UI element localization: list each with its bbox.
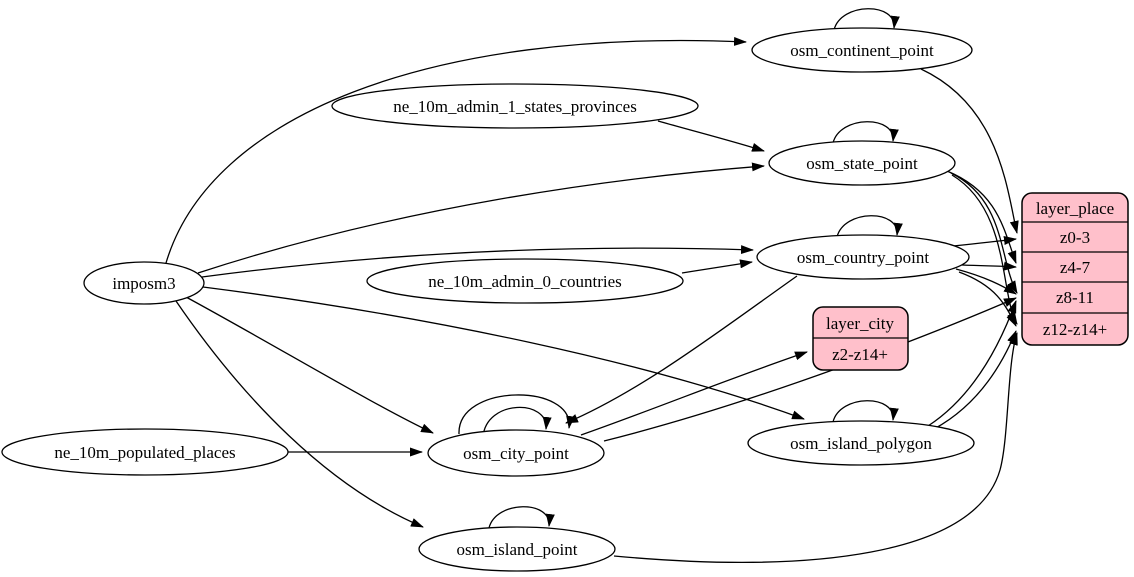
node-osm-country-point: osm_country_point <box>756 234 970 280</box>
node-osm-continent-point-shape <box>751 27 973 73</box>
record-layer-place-row-z4-7: z4-7 <box>1060 258 1091 277</box>
node-ne-10m-admin-0-countries-shape <box>366 258 684 304</box>
self-loop-osm-state-point <box>832 121 899 144</box>
edge-osm-island-polygon-to-layer-place-z8-11 <box>927 300 1017 427</box>
self-loop-osm-city-point-outer <box>458 394 576 435</box>
edge-osm-state-point-to-layer-place-z12-z14 <box>951 174 1018 325</box>
node-osm-state-point-label: osm_state_point <box>806 154 918 173</box>
self-loop-osm-city-point-inner <box>482 406 552 438</box>
node-ne-10m-admin-1-states-provinces-label: ne_10m_admin_1_states_provinces <box>393 97 637 116</box>
node-osm-island-polygon-shape <box>747 420 975 466</box>
node-ne-10m-admin-1-states-provinces-shape <box>331 83 699 129</box>
record-layer-place-row-z0-3: z0-3 <box>1060 228 1090 247</box>
record-layer-place-title: layer_place <box>1036 199 1114 218</box>
edge-imposm3-to-osm-city-point <box>185 296 434 434</box>
edge-osm-state-point-to-layer-place-z4-7 <box>946 170 1017 264</box>
edge-imposm3-to-osm-continent-point <box>165 36 747 264</box>
self-loop-osm-continent-point <box>833 8 900 31</box>
self-loop-osm-island-point <box>488 506 555 529</box>
edge-imposm3-to-osm-country-point <box>201 245 754 278</box>
self-loop-osm-island-polygon <box>832 400 899 423</box>
node-ne-10m-populated-places: ne_10m_populated_places <box>1 428 289 476</box>
node-ne-10m-populated-places-label: ne_10m_populated_places <box>54 443 235 462</box>
node-ne-10m-admin-1-states-provinces: ne_10m_admin_1_states_provinces <box>331 83 699 129</box>
edge-osm-continent-point-to-layer-place-z0-3 <box>920 68 1019 234</box>
node-osm-island-polygon-label: osm_island_polygon <box>790 434 932 453</box>
node-osm-city-point-label: osm_city_point <box>463 444 569 463</box>
node-imposm3-label: imposm3 <box>112 274 175 293</box>
record-layer-place: layer_place z0-3 z4-7 z8-11 z12-z14+ <box>1021 192 1129 346</box>
record-layer-city: layer_city z2-z14+ <box>812 306 909 371</box>
node-imposm3-shape <box>83 261 205 305</box>
record-layer-place-row-z8-11: z8-11 <box>1056 288 1094 307</box>
node-osm-country-point-label: osm_country_point <box>797 248 929 267</box>
node-osm-continent-point: osm_continent_point <box>751 27 973 73</box>
edge-ne-10m-admin-0-to-osm-country-point <box>681 259 753 274</box>
edge-osm-country-point-to-layer-place-z8-11 <box>955 268 1017 295</box>
node-ne-10m-admin-0-countries-label: ne_10m_admin_0_countries <box>428 272 622 291</box>
node-osm-city-point-shape <box>427 429 605 477</box>
node-osm-island-polygon: osm_island_polygon <box>747 420 975 466</box>
edge-osm-country-point-to-layer-place-z4-7 <box>961 261 1017 271</box>
edge-imposm3-to-osm-island-point <box>175 300 424 528</box>
record-layer-place-box <box>1021 192 1129 346</box>
edge-osm-country-point-to-layer-place-z0-3 <box>952 236 1017 247</box>
node-osm-island-point: osm_island_point <box>418 526 616 572</box>
node-ne-10m-admin-0-countries: ne_10m_admin_0_countries <box>366 258 684 304</box>
edge-imposm3-to-osm-state-point <box>197 162 765 274</box>
node-osm-continent-point-label: osm_continent_point <box>790 41 934 60</box>
node-osm-island-point-label: osm_island_point <box>457 540 578 559</box>
edge-osm-city-point-to-layer-place-z8-11 <box>603 297 1017 442</box>
edge-osm-city-point-to-layer-city-z2-z14 <box>580 351 808 436</box>
edge-osm-state-point-to-layer-place-z8-11 <box>950 172 1018 294</box>
record-layer-place-row-z12-z14: z12-z14+ <box>1043 320 1107 339</box>
node-osm-island-point-shape <box>418 526 616 572</box>
node-osm-state-point: osm_state_point <box>768 140 956 186</box>
node-ne-10m-populated-places-shape <box>1 428 289 476</box>
edge-osm-country-point-to-layer-place-z12-z14 <box>958 271 1017 327</box>
edge-ne-10m-admin-1-to-osm-state-point <box>657 120 765 152</box>
record-layer-city-row-z2-z14: z2-z14+ <box>832 345 888 364</box>
edge-osm-island-point-to-layer-place-z12-z14 <box>613 332 1018 563</box>
node-osm-country-point-shape <box>756 234 970 280</box>
edge-osm-country-point-to-osm-city-point <box>565 275 798 424</box>
record-layer-city-title: layer_city <box>826 314 894 333</box>
node-imposm3: imposm3 <box>83 261 205 305</box>
edge-imposm3-to-osm-island-polygon <box>202 286 805 420</box>
self-loop-osm-country-point <box>836 215 903 238</box>
node-osm-city-point: osm_city_point <box>427 429 605 477</box>
node-osm-state-point-shape <box>768 140 956 186</box>
